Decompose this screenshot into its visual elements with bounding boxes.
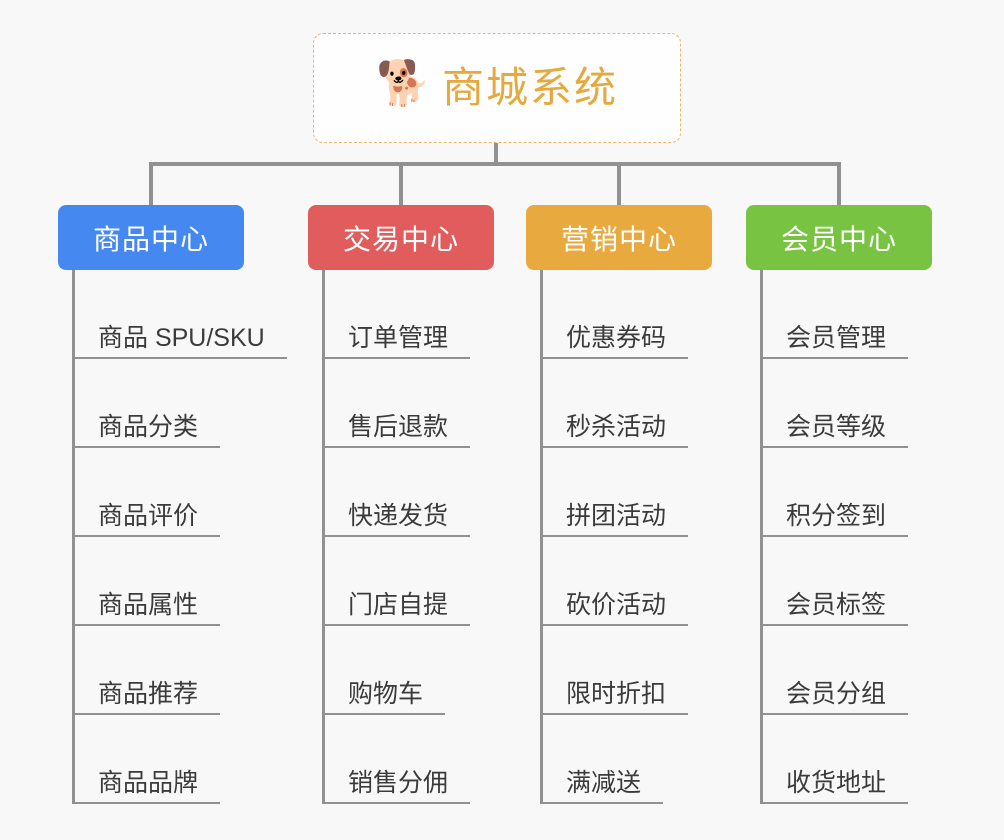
column-spine bbox=[540, 270, 543, 804]
leaf-label: 商品分类 bbox=[98, 412, 199, 441]
column-product-center: 商品中心 商品 SPU/SKU 商品分类 商品评价 商品属性 商品推荐 商品品牌 bbox=[58, 205, 287, 804]
connector-horizontal-bar bbox=[149, 162, 841, 166]
leaf-label: 积分签到 bbox=[786, 501, 887, 530]
leaf-label: 购物车 bbox=[348, 679, 424, 708]
list-item[interactable]: 订单管理 bbox=[308, 270, 494, 359]
leaf-label: 商品属性 bbox=[98, 590, 199, 619]
root-title: 商城系统 bbox=[441, 64, 618, 111]
connector-drop-2 bbox=[399, 162, 403, 205]
category-header-product-center[interactable]: 商品中心 bbox=[58, 205, 244, 270]
leaf-label: 商品 SPU/SKU bbox=[98, 323, 265, 352]
list-item[interactable]: 拼团活动 bbox=[526, 448, 712, 537]
list-item[interactable]: 限时折扣 bbox=[526, 626, 712, 715]
leaf-label: 商品评价 bbox=[98, 501, 199, 530]
leaf-list: 优惠券码 秒杀活动 拼团活动 砍价活动 限时折扣 满减送 bbox=[526, 270, 712, 804]
list-item[interactable]: 秒杀活动 bbox=[526, 359, 712, 448]
list-item[interactable]: 快递发货 bbox=[308, 448, 494, 537]
category-label: 商品中心 bbox=[92, 223, 209, 255]
list-item[interactable]: 售后退款 bbox=[308, 359, 494, 448]
list-item[interactable]: 会员分组 bbox=[746, 626, 932, 715]
list-item[interactable]: 购物车 bbox=[308, 626, 494, 715]
list-item[interactable]: 商品 SPU/SKU bbox=[58, 270, 287, 359]
list-item[interactable]: 积分签到 bbox=[746, 448, 932, 537]
list-item[interactable]: 商品评价 bbox=[58, 448, 244, 537]
list-item[interactable]: 商品推荐 bbox=[58, 626, 244, 715]
leaf-label: 砍价活动 bbox=[566, 590, 667, 619]
list-item[interactable]: 商品属性 bbox=[58, 537, 244, 626]
leaf-label: 满减送 bbox=[566, 768, 642, 797]
leaf-label: 商品品牌 bbox=[98, 768, 199, 797]
leaf-list: 商品 SPU/SKU 商品分类 商品评价 商品属性 商品推荐 商品品牌 bbox=[58, 270, 287, 804]
connector-drop-3 bbox=[617, 162, 621, 205]
column-spine bbox=[72, 270, 75, 804]
list-item[interactable]: 会员等级 bbox=[746, 359, 932, 448]
leaf-label: 优惠券码 bbox=[566, 323, 667, 352]
column-marketing-center: 营销中心 优惠券码 秒杀活动 拼团活动 砍价活动 限时折扣 满减送 bbox=[526, 205, 712, 804]
list-item[interactable]: 销售分佣 bbox=[308, 715, 494, 804]
leaf-label: 限时折扣 bbox=[566, 679, 667, 708]
leaf-label: 秒杀活动 bbox=[566, 412, 667, 441]
list-item[interactable]: 收货地址 bbox=[746, 715, 932, 804]
leaf-label: 会员管理 bbox=[786, 323, 887, 352]
category-header-marketing-center[interactable]: 营销中心 bbox=[526, 205, 712, 270]
leaf-label: 门店自提 bbox=[348, 590, 449, 619]
leaf-label: 销售分佣 bbox=[348, 768, 449, 797]
leaf-label: 售后退款 bbox=[348, 412, 449, 441]
connector-stem bbox=[494, 143, 498, 165]
list-item[interactable]: 砍价活动 bbox=[526, 537, 712, 626]
leaf-list: 会员管理 会员等级 积分签到 会员标签 会员分组 收货地址 bbox=[746, 270, 932, 804]
list-item[interactable]: 满减送 bbox=[526, 715, 712, 804]
leaf-label: 拼团活动 bbox=[566, 501, 667, 530]
category-label: 会员中心 bbox=[780, 223, 897, 255]
category-label: 交易中心 bbox=[342, 223, 459, 255]
connector-drop-1 bbox=[149, 162, 153, 205]
list-item[interactable]: 会员管理 bbox=[746, 270, 932, 359]
leaf-label: 快递发货 bbox=[348, 501, 449, 530]
leaf-label: 订单管理 bbox=[348, 323, 449, 352]
category-header-trade-center[interactable]: 交易中心 bbox=[308, 205, 494, 270]
leaf-label: 会员分组 bbox=[786, 679, 887, 708]
column-spine bbox=[322, 270, 325, 804]
list-item[interactable]: 优惠券码 bbox=[526, 270, 712, 359]
leaf-label: 会员标签 bbox=[786, 590, 887, 619]
category-label: 营销中心 bbox=[560, 223, 677, 255]
column-member-center: 会员中心 会员管理 会员等级 积分签到 会员标签 会员分组 收货地址 bbox=[746, 205, 932, 804]
list-item[interactable]: 会员标签 bbox=[746, 537, 932, 626]
leaf-label: 商品推荐 bbox=[98, 679, 199, 708]
category-header-member-center[interactable]: 会员中心 bbox=[746, 205, 932, 270]
root-node[interactable]: 🐕 商城系统 bbox=[313, 33, 681, 143]
column-spine bbox=[760, 270, 763, 804]
shiba-dog-icon: 🐕 bbox=[375, 59, 431, 108]
column-trade-center: 交易中心 订单管理 售后退款 快递发货 门店自提 购物车 销售分佣 bbox=[308, 205, 494, 804]
list-item[interactable]: 门店自提 bbox=[308, 537, 494, 626]
leaf-list: 订单管理 售后退款 快递发货 门店自提 购物车 销售分佣 bbox=[308, 270, 494, 804]
list-item[interactable]: 商品品牌 bbox=[58, 715, 244, 804]
leaf-label: 收货地址 bbox=[786, 768, 887, 797]
connector-drop-4 bbox=[837, 162, 841, 205]
leaf-label: 会员等级 bbox=[786, 412, 887, 441]
list-item[interactable]: 商品分类 bbox=[58, 359, 244, 448]
